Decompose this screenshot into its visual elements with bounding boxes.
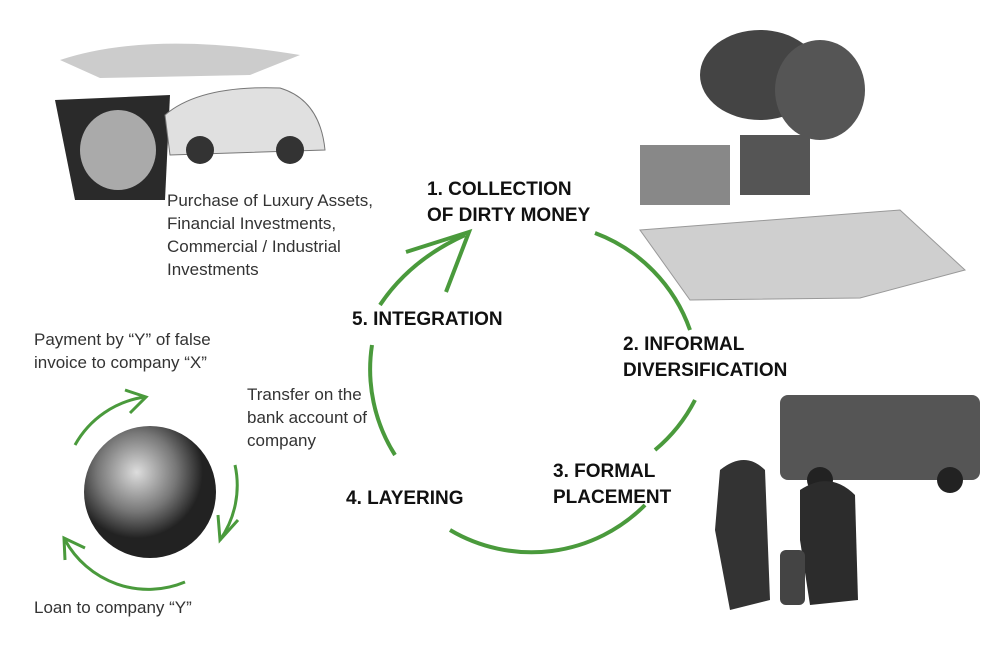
stage-2-line: DIVERSIFICATION bbox=[623, 360, 788, 381]
globe-image bbox=[84, 426, 216, 558]
stage-1-line: 1. COLLECTION bbox=[427, 179, 572, 200]
stage-1-label: 1. COLLECTION OF DIRTY MONEY bbox=[427, 177, 590, 229]
payment-note: Payment by “Y” of false invoice to compa… bbox=[34, 328, 211, 374]
stage-3-line: PLACEMENT bbox=[553, 487, 672, 508]
note-line: Purchase of Luxury Assets, bbox=[167, 191, 373, 210]
arc-5-1 bbox=[378, 233, 466, 307]
luxury-assets-image bbox=[55, 43, 326, 200]
note-line: invoice to company “X” bbox=[34, 353, 207, 372]
small-cycle-arrows bbox=[62, 388, 240, 591]
note-line: Commercial / Industrial bbox=[167, 237, 341, 256]
loan-note: Loan to company “Y” bbox=[34, 598, 192, 617]
cycle-arrows bbox=[368, 228, 697, 555]
dirty-money-sources-image bbox=[639, 30, 967, 301]
arc-2-3 bbox=[653, 399, 697, 452]
transfer-note: Transfer on the bank account of company bbox=[247, 383, 367, 452]
stage-2-line: 2. INFORMAL bbox=[623, 334, 745, 355]
stage-5-label: 5. INTEGRATION bbox=[352, 309, 503, 330]
arc-4-5 bbox=[368, 344, 397, 457]
stage-2-label: 2. INFORMAL DIVERSIFICATION bbox=[623, 332, 787, 384]
stage-4-label: 4. LAYERING bbox=[346, 488, 464, 509]
arc-1-2 bbox=[594, 231, 692, 331]
stage-3-label: 3. FORMAL PLACEMENT bbox=[553, 459, 671, 511]
note-line: company bbox=[247, 431, 316, 450]
note-line: Transfer on the bbox=[247, 385, 362, 404]
note-line: Financial Investments, bbox=[167, 214, 337, 233]
note-line: bank account of bbox=[247, 408, 368, 427]
armored-truck-guards-image bbox=[715, 395, 980, 610]
arc-3-4 bbox=[448, 503, 647, 555]
stage-1-line: OF DIRTY MONEY bbox=[427, 205, 591, 226]
note-line: Payment by “Y” of false bbox=[34, 330, 211, 349]
note-line: Investments bbox=[167, 260, 259, 279]
luxury-note: Purchase of Luxury Assets, Financial Inv… bbox=[167, 189, 373, 281]
arrowhead-icon bbox=[405, 228, 473, 293]
stage-3-line: 3. FORMAL bbox=[553, 461, 656, 482]
